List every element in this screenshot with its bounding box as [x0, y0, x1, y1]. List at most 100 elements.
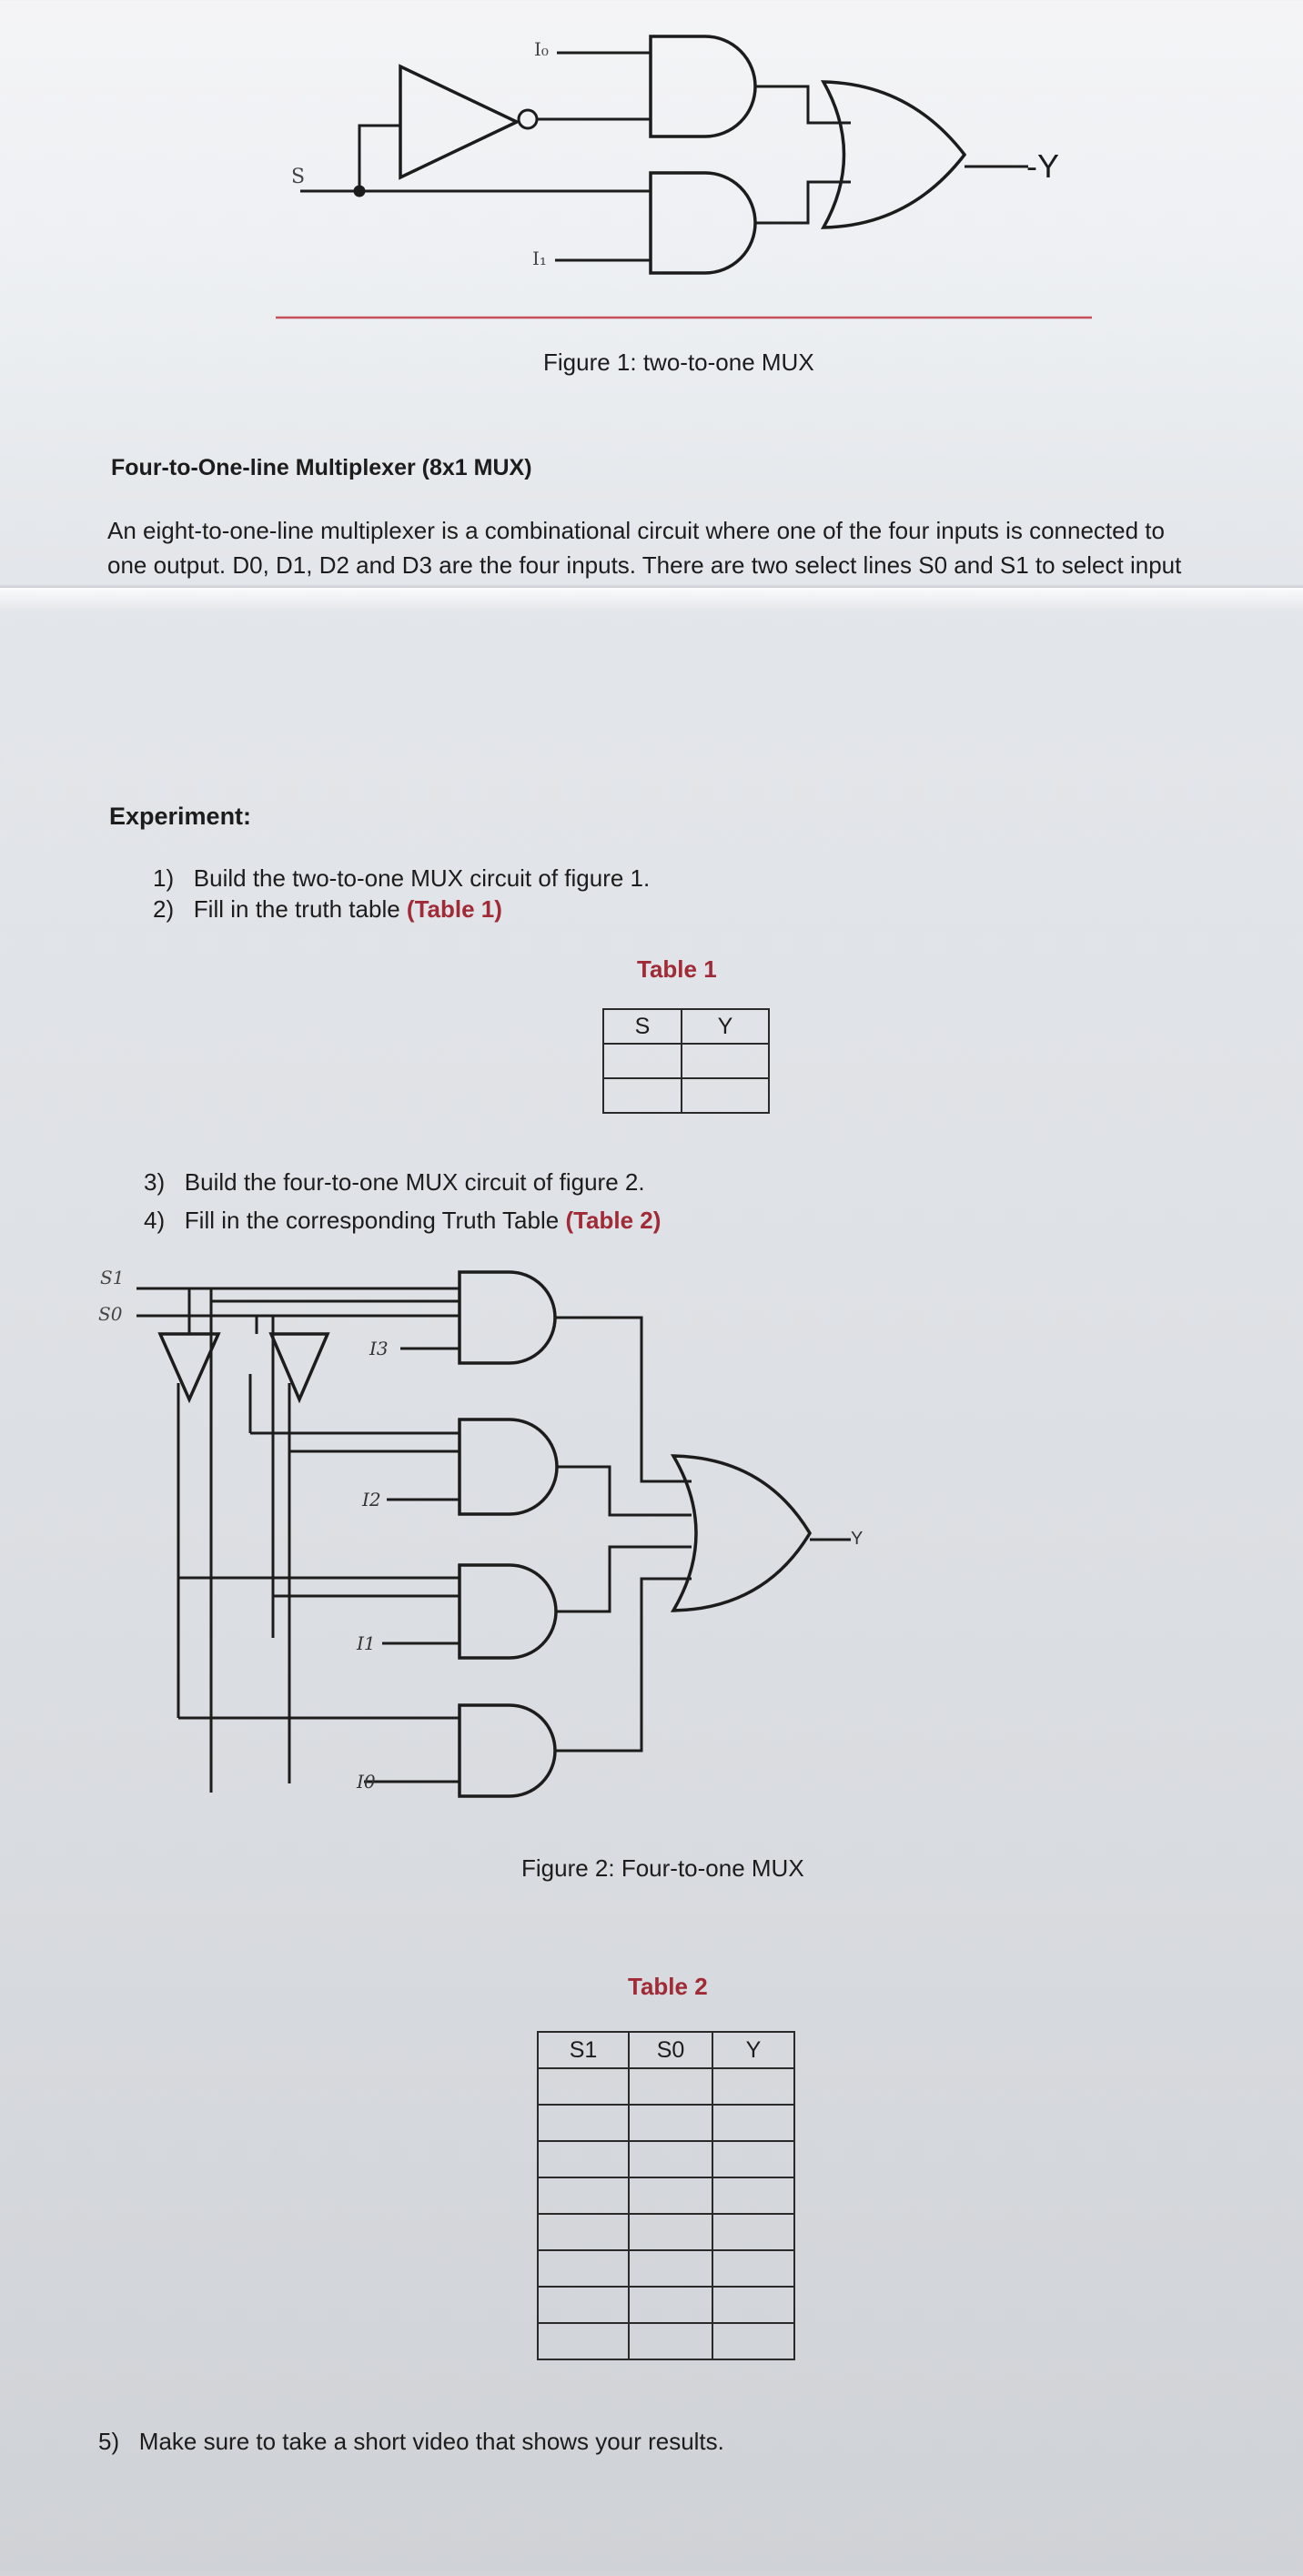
table-row: [602, 1077, 770, 1114]
figure1-label-y: -Y: [1026, 147, 1059, 185]
table-row: [537, 2286, 795, 2324]
table-cell: [537, 2177, 630, 2215]
and-gate-2: [649, 171, 757, 275]
figure1-circuit: [276, 35, 1092, 319]
table-cell: [628, 2140, 713, 2178]
table-cell: [681, 1077, 770, 1114]
table-cell: [537, 2249, 630, 2288]
step-5: 5) Make sure to take a short video that …: [98, 2428, 724, 2456]
table-cell: [628, 2177, 713, 2215]
table-cell: [628, 2286, 713, 2324]
table-cell: [712, 2067, 795, 2106]
step-text: Build the four-to-one MUX circuit of fig…: [184, 1168, 645, 1196]
not-gate: [399, 64, 521, 180]
table-row: [537, 2213, 795, 2251]
table-cell: [712, 2104, 795, 2142]
section-paragraph-line2: one output. D0, D1, D2 and D3 are the fo…: [107, 551, 1182, 579]
table-header-row: S Y: [602, 1008, 770, 1045]
figure2-label-s1: S1: [100, 1267, 125, 1288]
table-cell: [628, 2322, 713, 2360]
and-gate-1: [649, 35, 757, 138]
table-row: [537, 2104, 795, 2142]
and-gate-i1: [458, 1563, 558, 1660]
table-header-row: S1 S0 Y: [537, 2031, 795, 2069]
table-cell: [537, 2213, 630, 2251]
and-gate-i3: [458, 1270, 557, 1365]
figure2-label-s0: S0: [98, 1303, 123, 1325]
table2-caption: Table 2: [628, 1973, 708, 2000]
inverter-bubble: [517, 108, 539, 130]
table-cell: [602, 1043, 682, 1079]
figure1-label-i0: I₀: [534, 38, 549, 60]
and2-to-or-wire: [755, 180, 851, 225]
step-number: 2): [153, 895, 175, 923]
table2-header-s0: S0: [628, 2031, 713, 2069]
table-reference: (Table 2): [565, 1207, 662, 1234]
table-cell: [628, 2067, 713, 2106]
table-cell: [712, 2249, 795, 2288]
step-number: 3): [144, 1168, 166, 1196]
step-1: 1) Build the two-to-one MUX circuit of f…: [153, 864, 650, 893]
step-number: 5): [98, 2428, 120, 2455]
step-text: Build the two-to-one MUX circuit of figu…: [193, 864, 651, 892]
and1-to-or-wire: [755, 85, 851, 125]
table-cell: [681, 1043, 770, 1079]
figure1-label-s: S: [291, 166, 306, 188]
table1-header-s: S: [602, 1008, 682, 1045]
table-row: [537, 2322, 795, 2360]
table-cell: [712, 2177, 795, 2215]
table2-header-y: Y: [712, 2031, 795, 2069]
step-2: 2) Fill in the truth table (Table 1): [153, 895, 502, 924]
figure2-caption: Figure 2: Four-to-one MUX: [521, 1854, 804, 1882]
figure2-circuit: [136, 1270, 851, 1798]
step-text: Fill in the truth table: [193, 895, 407, 923]
figure2-label-i2: I2: [362, 1489, 381, 1510]
and-gate-i0: [458, 1703, 557, 1798]
not-gate-s0: [268, 1332, 330, 1404]
table2-header-s1: S1: [537, 2031, 630, 2069]
step-number: 4): [144, 1207, 166, 1234]
step-text: Make sure to take a short video that sho…: [138, 2428, 724, 2455]
step-4: 4) Fill in the corresponding Truth Table…: [144, 1207, 661, 1235]
table-reference: (Table 1): [406, 895, 502, 923]
figure2-label-y: Y: [851, 1529, 864, 1549]
table-row: [537, 2067, 795, 2106]
figure1-label-i1: I₁: [532, 247, 547, 269]
not-gate-s1: [157, 1332, 221, 1404]
table1: S Y: [602, 1008, 770, 1114]
table1-header-y: Y: [681, 1008, 770, 1045]
table-cell: [537, 2067, 630, 2106]
s-to-inverter-wire: [358, 124, 400, 191]
figure1-caption: Figure 1: two-to-one MUX: [543, 349, 814, 376]
table-cell: [537, 2140, 630, 2178]
figure2-label-i0: I0: [357, 1771, 376, 1793]
and2-to-or-wire: [557, 1465, 692, 1517]
table-row: [537, 2140, 795, 2178]
table-cell: [628, 2213, 713, 2251]
table-row: [537, 2249, 795, 2288]
table-cell: [628, 2104, 713, 2142]
section-paragraph-line1: An eight-to-one-line multiplexer is a co…: [107, 517, 1165, 544]
and1-to-or-wire: [556, 1545, 692, 1613]
table-cell: [712, 2213, 795, 2251]
and-gate-i2: [458, 1418, 559, 1516]
table1-caption: Table 1: [637, 955, 717, 983]
table-cell: [537, 2286, 630, 2324]
table-cell: [602, 1077, 682, 1114]
table-row: [537, 2177, 795, 2215]
step-3: 3) Build the four-to-one MUX circuit of …: [144, 1168, 645, 1197]
table2: S1 S0 Y: [537, 2031, 795, 2360]
table-cell: [537, 2104, 630, 2142]
table-cell: [537, 2322, 630, 2360]
experiment-heading: Experiment:: [109, 803, 252, 830]
table-cell: [628, 2249, 713, 2288]
or-gate: [820, 80, 967, 229]
table-cell: [712, 2286, 795, 2324]
step-text: Fill in the corresponding Truth Table: [184, 1207, 566, 1234]
paper-fold: [0, 588, 1303, 611]
figure2-label-i3: I3: [369, 1338, 389, 1359]
table-cell: [712, 2140, 795, 2178]
table-cell: [712, 2322, 795, 2360]
paper-fold-shadow: [0, 584, 1303, 588]
section-heading: Four-to-One-line Multiplexer (8x1 MUX): [111, 455, 532, 480]
